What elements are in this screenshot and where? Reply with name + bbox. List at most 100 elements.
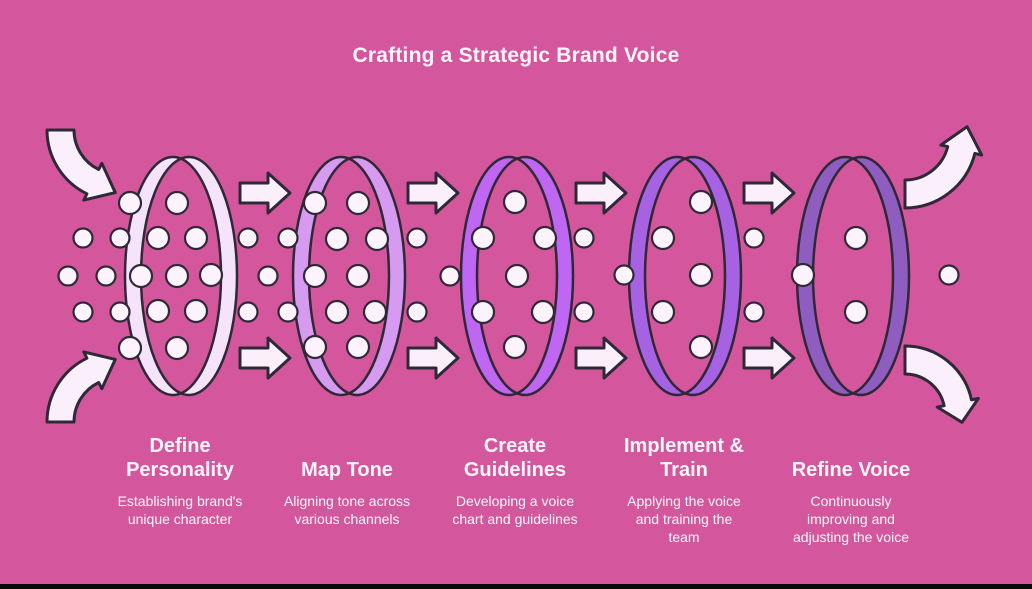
step-5-title: Refine Voice xyxy=(756,430,946,482)
step-subtitle-line: chart and guidelines xyxy=(452,511,578,527)
step-title-line: Refine Voice xyxy=(791,459,911,481)
curved-arrow-out-top-icon xyxy=(903,125,984,210)
step-subtitle-line: unique character xyxy=(127,511,233,527)
bottom-edge-bar xyxy=(0,584,1032,589)
step-subtitle-line: improving and xyxy=(807,511,895,527)
step-1-label: Define Personality Establishing brand's … xyxy=(85,430,275,528)
particle-dot xyxy=(345,190,371,216)
curved-arrow-in-top-icon xyxy=(45,128,117,202)
step-title-line: Train xyxy=(660,459,708,481)
particle-dot xyxy=(439,265,461,287)
step-title-line: Guidelines xyxy=(463,459,567,481)
step-4-subtitle: Applying the voice and training the team xyxy=(589,492,779,546)
particle-dot xyxy=(573,227,595,249)
particle-dot xyxy=(277,227,299,249)
particle-dot xyxy=(688,189,714,215)
step-subtitle-line: Aligning tone across xyxy=(283,493,411,509)
particle-dot xyxy=(324,299,350,325)
particle-dot xyxy=(743,301,765,323)
step-subtitle-line: Applying the voice xyxy=(627,493,741,509)
step-title-line: Implement & xyxy=(623,435,745,457)
particle-dot xyxy=(117,190,143,216)
particle-dot xyxy=(128,263,154,289)
particle-dot xyxy=(277,301,299,323)
particle-dot xyxy=(117,335,143,361)
particle-dot xyxy=(502,334,528,360)
particle-dot xyxy=(72,301,94,323)
curved-arrow-in-bottom-icon xyxy=(45,350,117,424)
particle-dot xyxy=(843,225,869,251)
step-subtitle-line: adjusting the voice xyxy=(793,529,909,545)
flow-arrow-icon xyxy=(238,336,292,380)
ring-1 xyxy=(123,155,239,397)
particle-dot xyxy=(198,262,224,288)
flow-arrow-icon xyxy=(406,336,460,380)
particle-dot xyxy=(345,334,371,360)
ring-4 xyxy=(627,155,743,397)
step-2-title: Map Tone xyxy=(252,430,442,482)
step-4-label: Implement & Train Applying the voice and… xyxy=(589,430,779,546)
step-4-title: Implement & Train xyxy=(589,430,779,482)
step-1-subtitle: Establishing brand's unique character xyxy=(85,492,275,528)
particle-dot xyxy=(164,335,190,361)
step-1-title: Define Personality xyxy=(85,430,275,482)
particle-dot xyxy=(613,264,635,286)
flow-arrow-icon xyxy=(574,171,628,215)
step-3-title: Create Guidelines xyxy=(420,430,610,482)
flow-arrow-icon xyxy=(574,336,628,380)
particle-dots-layer xyxy=(57,189,960,361)
particle-dot xyxy=(237,301,259,323)
step-5-subtitle: Continuously improving and adjusting the… xyxy=(756,492,946,546)
particle-dot xyxy=(324,226,350,252)
curved-arrow-out-bottom-icon xyxy=(903,344,980,424)
particle-dot xyxy=(362,299,388,325)
step-subtitle-line: Developing a voice xyxy=(455,493,575,509)
particle-dot xyxy=(164,263,190,289)
particle-dot xyxy=(145,298,171,324)
particle-dot xyxy=(302,263,328,289)
step-3-subtitle: Developing a voice chart and guidelines xyxy=(420,492,610,528)
particle-dot xyxy=(183,298,209,324)
step-subtitle-line: team xyxy=(668,529,700,545)
particle-dot xyxy=(57,265,79,287)
step-title-line: Define xyxy=(149,435,211,457)
particle-dot xyxy=(109,301,131,323)
step-subtitle-line: and training the xyxy=(635,511,733,527)
particle-dot xyxy=(504,263,530,289)
flow-arrow-icon xyxy=(742,336,796,380)
step-2-subtitle: Aligning tone across various channels xyxy=(252,492,442,528)
particle-dot xyxy=(650,299,676,325)
particle-dot xyxy=(145,225,171,251)
step-subtitle-line: Continuously xyxy=(810,493,892,509)
step-title-line: Create xyxy=(483,435,547,457)
particle-dot xyxy=(688,262,714,288)
particle-dot xyxy=(502,189,528,215)
particle-dot xyxy=(470,299,496,325)
particle-dot xyxy=(237,227,259,249)
particle-dot xyxy=(302,334,328,360)
particle-dot xyxy=(530,299,556,325)
flow-arrow-icon xyxy=(238,171,292,215)
particle-dot xyxy=(164,190,190,216)
particle-dot xyxy=(72,227,94,249)
step-subtitle-line: various channels xyxy=(294,511,400,527)
particle-dot xyxy=(302,190,328,216)
particle-dot xyxy=(938,264,960,286)
particle-dot xyxy=(364,226,390,252)
particle-dot xyxy=(257,265,279,287)
flow-arrow-icon xyxy=(406,171,460,215)
diagram-title: Crafting a Strategic Brand Voice xyxy=(352,44,680,67)
particle-dot xyxy=(470,225,496,251)
particle-dot xyxy=(532,225,558,251)
particle-dot xyxy=(345,263,371,289)
step-title-line: Personality xyxy=(126,459,234,481)
particle-dot xyxy=(95,265,117,287)
step-title-line: Map Tone xyxy=(301,459,393,481)
step-subtitle-line: Establishing brand's xyxy=(117,493,243,509)
particle-dot xyxy=(183,225,209,251)
particle-dot xyxy=(743,227,765,249)
particle-dot xyxy=(109,227,131,249)
flow-arrow-icon xyxy=(742,171,796,215)
